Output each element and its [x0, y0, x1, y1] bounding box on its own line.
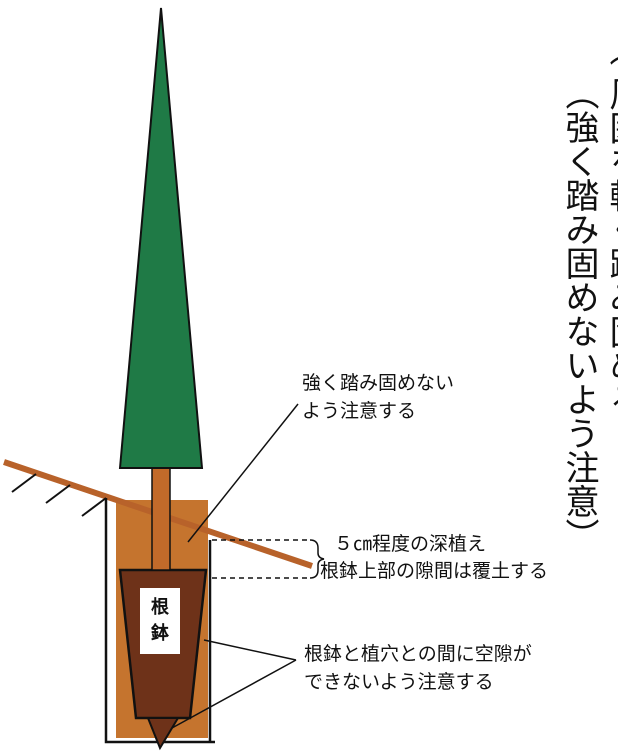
- vertical-note-main: （強く踏み固めないよう注意）: [559, 76, 599, 552]
- root-ball-label-char1: 根: [151, 597, 169, 618]
- annotation-bottom-line2: できないよう注意する: [304, 671, 494, 693]
- annotation-middle-line1: ５㎝程度の深植え: [334, 533, 487, 555]
- tap-root-shape: [146, 717, 180, 751]
- annotation-bottom-line1: 根鉢と植穴との間に空隙が: [304, 643, 532, 665]
- annotation-middle-line2: 根鉢上部の隙間は覆土する: [320, 560, 549, 582]
- annotation-top-line2: よう注意する: [302, 400, 417, 422]
- tree-foliage: [118, 7, 204, 469]
- vertical-note-partial: （ 周囲を軽く踏み固める: [603, 32, 618, 417]
- root-ball-label: 根 鉢: [140, 588, 180, 654]
- ground-hatch-marks: [11, 473, 107, 517]
- planting-hole-outline: [104, 498, 215, 744]
- tree-trunk: [151, 459, 171, 571]
- planting-depth-dashed-box: [212, 539, 310, 579]
- root-ball-label-char2: 鉢: [151, 623, 169, 644]
- leader-line-top: [187, 403, 299, 543]
- depth-bracket: [309, 539, 325, 579]
- annotation-top-line1: 強く踏み固めない: [302, 372, 455, 394]
- leader-lines-bottom: [171, 639, 297, 729]
